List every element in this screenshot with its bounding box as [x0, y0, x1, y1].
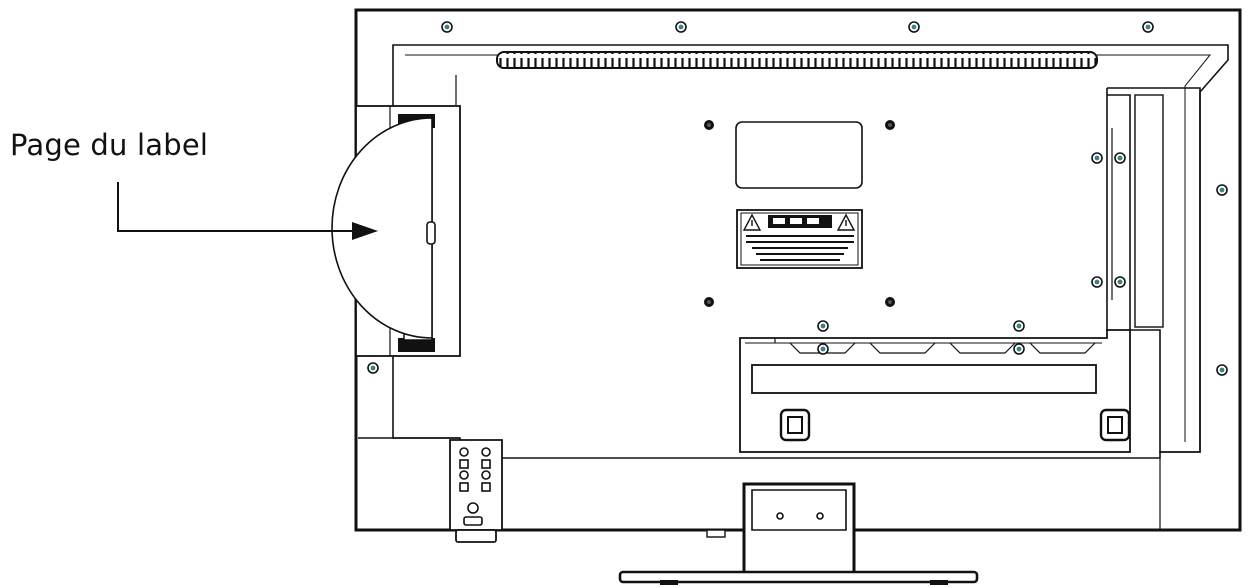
screw-icon — [1142, 21, 1154, 33]
stand-base-foot-right — [930, 580, 948, 585]
screw-icon — [675, 21, 687, 33]
vesa-hole-top-right — [885, 120, 895, 130]
center-label-plate — [735, 121, 863, 189]
warning-sticker-inner — [740, 212, 859, 266]
bottom-speaker-slot — [751, 364, 1097, 394]
right-side-subpanel — [1134, 94, 1164, 328]
screw-icon — [367, 362, 379, 374]
right-side-panel — [1107, 87, 1201, 453]
callout-leader-line — [117, 182, 355, 232]
screw-icon — [1013, 343, 1025, 355]
screw-icon — [908, 21, 920, 33]
arrow-right-icon — [352, 222, 378, 240]
connector-ports — [459, 447, 491, 526]
screw-icon — [1216, 184, 1228, 196]
magnified-label-area — [331, 117, 433, 339]
stand-base — [618, 570, 979, 584]
bracket-foot-socket-left — [779, 408, 811, 442]
screw-icon — [1013, 320, 1025, 332]
screw-icon — [1114, 276, 1126, 288]
vesa-hole-bottom-right — [885, 297, 895, 307]
connector-panel-foot — [455, 529, 497, 543]
stand-screw-left — [776, 512, 784, 520]
warning-sticker-text-lines — [746, 235, 854, 261]
stand-base-foot-left — [660, 580, 678, 585]
screw-icon — [1216, 364, 1228, 376]
screw-icon — [1114, 152, 1126, 164]
vesa-hole-top-left — [704, 120, 714, 130]
screw-icon — [817, 320, 829, 332]
screw-icon — [1091, 276, 1103, 288]
bracket-foot-socket-right — [1099, 408, 1131, 442]
callout-label: Page du label — [10, 128, 209, 162]
screw-icon — [1091, 152, 1103, 164]
bottom-tab — [706, 529, 726, 538]
screw-icon — [441, 21, 453, 33]
bracket-ribs — [774, 338, 1096, 354]
left-side-slot-bottom — [398, 338, 435, 352]
stand-screw-right — [816, 512, 824, 520]
top-vent-grille — [496, 51, 1098, 69]
magnified-label-knob — [426, 221, 436, 245]
screw-icon — [817, 343, 829, 355]
vesa-hole-bottom-left — [704, 297, 714, 307]
